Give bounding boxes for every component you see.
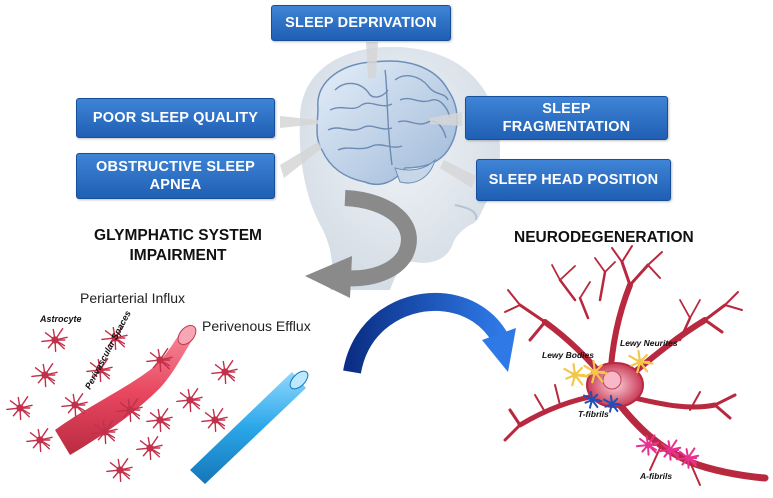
sleep-fragmentation-box: SLEEP FRAGMENTATION [465,96,668,140]
blue-curved-arrow [343,292,516,374]
astrocyte-label: Astrocyte [39,314,82,324]
a-fibril-icon [635,434,660,456]
perivenous-efflux-label: Perivenous Efflux [202,318,311,334]
lewy-neurites-label: Lewy Neurites [620,338,678,348]
artery-vessel [55,324,197,455]
poor-sleep-quality-text: POOR SLEEP QUALITY [92,110,259,126]
perivascular-spaces-label: Perivascular Spaces [83,309,133,391]
astrocyte-icon [211,360,238,385]
astrocyte-icon [146,348,173,373]
sleep-fragmentation-line2: FRAGMENTATION [502,119,631,135]
cause-connectors [280,42,476,188]
lewy-aggregates [563,350,654,387]
sleep-deprivation-box: SLEEP DEPRIVATION [271,5,451,41]
sleep-head-position-box: SLEEP HEAD POSITION [476,159,671,201]
lewy-body-icon [583,360,609,384]
grey-curved-arrow [305,190,417,298]
astrocyte-icon [201,408,228,433]
periarterial-influx-label: Periarterial Influx [80,290,186,306]
a-fibrils-label: A-fibrils [639,471,672,481]
brain-icon [316,60,458,186]
lewy-bodies-label: Lewy Bodies [542,350,594,360]
astrocyte-icon [106,458,133,483]
neuron-nucleus [602,370,622,390]
obstructive-apnea-line1: OBSTRUCTIVE SLEEP [96,159,255,175]
lewy-body-icon [628,350,654,374]
t-fibril-icon [603,394,623,413]
t-fibril-aggregates [583,390,623,413]
astrocyte-icon [136,436,163,461]
sleep-head-position-text: SLEEP HEAD POSITION [488,172,659,188]
obstructive-sleep-apnea-box: OBSTRUCTIVE SLEEP APNEA [76,153,275,199]
astrocyte-icon [6,396,33,421]
glymphatic-heading-line1: GLYMPHATIC SYSTEM [94,227,262,244]
neuron [503,245,769,486]
astrocyte-icon [61,393,88,418]
t-fibrils-label: T-fibrils [578,409,609,419]
t-fibril-icon [583,390,603,409]
sleep-deprivation-text: SLEEP DEPRIVATION [285,15,437,31]
a-fibril-icon [675,447,700,469]
astrocyte-icon [26,428,53,453]
astrocyte-icon [41,328,68,353]
sleep-fragmentation-line1: SLEEP [542,101,591,117]
astrocyte-icon [116,398,143,423]
astrocyte-icon [101,326,128,351]
astrocyte-icon [91,420,118,445]
astrocyte-cluster [6,326,238,483]
glymphatic-heading-line2: IMPAIRMENT [129,247,227,264]
neurodegeneration-heading: NEURODEGENERATION [514,229,694,246]
astrocyte-icon [176,388,203,413]
obstructive-apnea-line2: APNEA [149,177,202,193]
lewy-body-icon [563,363,589,387]
poor-sleep-quality-box: POOR SLEEP QUALITY [76,98,275,138]
vein-vessel [190,370,309,484]
a-fibril-aggregates [635,434,700,469]
astrocyte-icon [146,408,173,433]
a-fibril-icon [657,439,682,461]
glymphatic-heading: GLYMPHATIC SYSTEM IMPAIRMENT [68,226,288,266]
astrocyte-icon [31,363,58,388]
astrocyte-icon [86,358,113,383]
